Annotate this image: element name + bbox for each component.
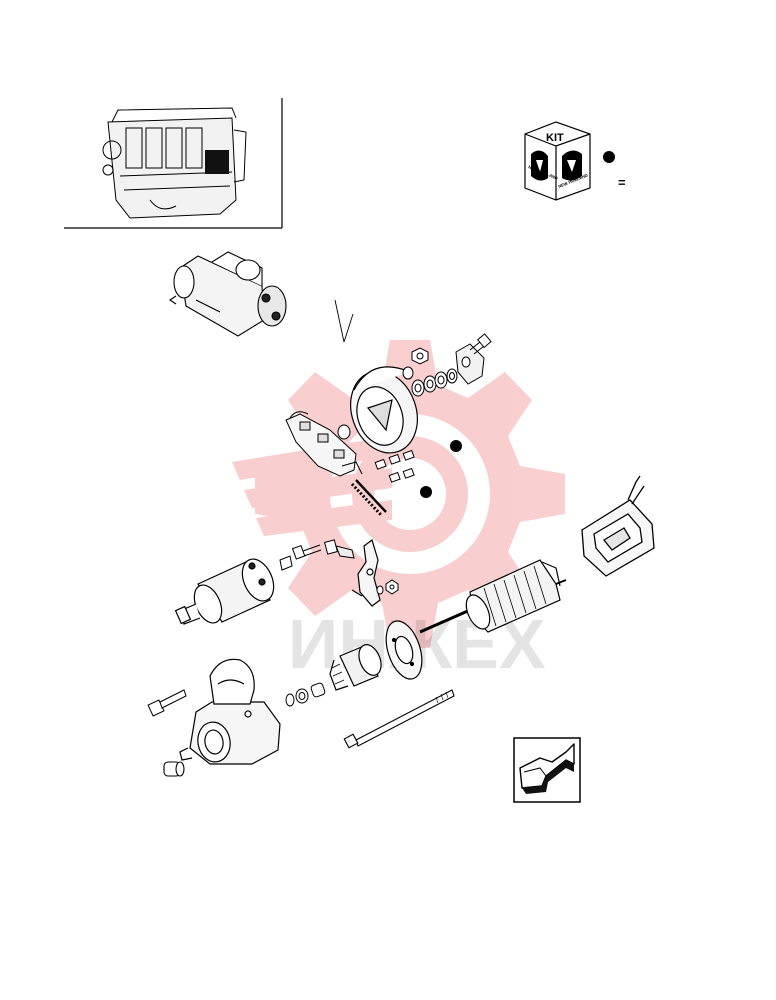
intermediate-bearing-plate: [385, 620, 423, 680]
drive-end-housing: [179, 658, 281, 765]
terminal-hardware: [279, 539, 355, 571]
arrow-right-icon: [519, 743, 575, 794]
brush: [402, 449, 415, 461]
kit-label: KIT: [546, 132, 564, 144]
lever-nut: [376, 579, 399, 595]
shift-lever: [351, 539, 381, 607]
field-coil: [581, 475, 655, 577]
screw: [291, 544, 322, 560]
legend-kit-dot: [603, 151, 615, 163]
armature: [419, 559, 567, 634]
armature-windings: [483, 565, 547, 627]
snap-ring: [285, 693, 295, 707]
brush-spring: [350, 479, 387, 518]
mounting-bolt: [147, 689, 187, 717]
stop-rings: [285, 682, 326, 707]
pivot-bolt: [324, 539, 355, 559]
bushing-sleeve: [163, 761, 185, 777]
engine-thumbnail: [64, 98, 283, 229]
brush-set: [374, 449, 415, 483]
brush: [402, 467, 415, 479]
legend-equals: =: [618, 175, 626, 190]
end-cover: [350, 366, 418, 454]
washer: [402, 366, 414, 380]
kit-indicator-dot: [420, 486, 432, 498]
kit-box-icon: [524, 121, 591, 201]
bolt-top: [469, 333, 492, 355]
brush-holder: [285, 411, 363, 477]
washer-stack: [402, 333, 492, 397]
starter-motor-assembly: [169, 251, 287, 337]
brush: [388, 471, 401, 483]
through-bolt: [343, 689, 455, 749]
leader-lines: [334, 299, 354, 343]
drive-pinion: [329, 644, 382, 691]
next-page-button[interactable]: [513, 737, 581, 803]
engine-highlight-marker: [205, 150, 229, 174]
bushing: [337, 424, 351, 440]
thrust-collar: [310, 682, 326, 698]
kit-indicator-dot: [450, 440, 462, 452]
watermark-logo: [232, 340, 565, 648]
terminal-clip: [279, 555, 293, 571]
watermark-gear-icon: [255, 340, 565, 648]
brush: [374, 458, 387, 470]
brush: [388, 453, 401, 465]
solenoid: [174, 558, 275, 625]
